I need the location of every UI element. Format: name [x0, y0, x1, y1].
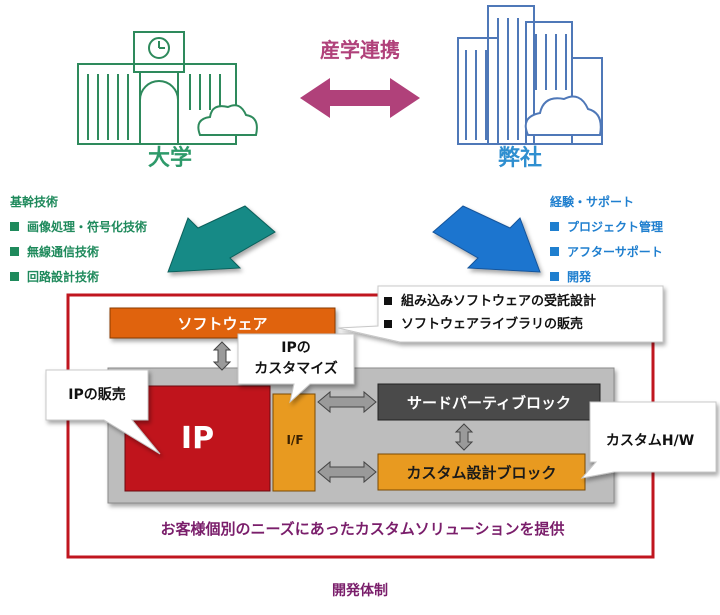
bullet-square-icon	[10, 222, 19, 231]
ip-sales-callout-bubble	[45, 369, 161, 455]
university-building-icon	[77, 31, 258, 145]
development-system-label: 開発体制	[332, 583, 388, 599]
proposal-text: お客様個別のニーズにあったカスタムソリューションを提供	[160, 520, 565, 538]
ip-block	[124, 385, 271, 492]
software-block-label: ソフトウェア	[177, 314, 268, 333]
list-item: ソフトウェアライブラリの販売	[384, 313, 596, 336]
company-services-heading: 経験・サポート	[550, 195, 635, 209]
custom-design-block-label: カスタム設計ブロック	[406, 463, 557, 482]
bullet-square-icon	[384, 297, 392, 305]
list-item: 無線通信技術	[10, 240, 147, 265]
sw-ip-connector-icon	[212, 341, 232, 371]
bullet-square-icon	[10, 272, 19, 281]
bullet-square-icon	[10, 247, 19, 256]
list-item: 組み込みソフトウェアの受託設計	[384, 290, 596, 313]
list-item: 開発	[550, 265, 663, 290]
list-item: 画像処理・符号化技術	[10, 215, 147, 240]
bullet-square-icon	[550, 222, 559, 231]
custom-hw-callout-text: カスタムH/W	[605, 433, 695, 449]
ip-block-label: IP	[180, 421, 215, 456]
company-buildings-icon	[457, 5, 603, 145]
double-arrow-icon	[300, 78, 420, 118]
bullet-square-icon	[384, 320, 392, 328]
collaboration-label: 産学連携	[320, 38, 400, 62]
thirdparty-custom-connector-icon	[454, 423, 474, 451]
university-skills-heading: 基幹技術	[10, 195, 59, 209]
ip-customize-callout-text: IPの カスタマイズ	[254, 340, 338, 377]
if-custom-connector-icon	[317, 460, 377, 484]
university-skills-list: 基幹技術 画像処理・符号化技術 無線通信技術 回路設計技術	[10, 190, 147, 290]
list-item: アフターサポート	[550, 240, 663, 265]
list-item: プロジェクト管理	[550, 215, 663, 240]
software-callout-text: 組み込みソフトウェアの受託設計 ソフトウェアライブラリの販売	[384, 290, 596, 336]
down-left-arrow-icon	[432, 205, 541, 273]
list-item: 回路設計技術	[10, 265, 147, 290]
down-right-arrow-icon	[167, 205, 276, 273]
interface-block	[272, 393, 316, 492]
ip-customize-callout-bubble	[237, 333, 355, 404]
company-services-list: 経験・サポート プロジェクト管理 アフターサポート 開発	[550, 190, 663, 290]
software-callout-bubble	[337, 285, 664, 343]
custom-hw-callout-bubble	[580, 401, 717, 479]
if-thirdparty-connector-icon	[317, 390, 377, 414]
bullet-square-icon	[550, 272, 559, 281]
ip-sales-callout-text: IPの販売	[68, 387, 126, 403]
bullet-square-icon	[550, 247, 559, 256]
company-label: 弊社	[497, 146, 542, 171]
third-party-block-label: サードパーティブロック	[406, 393, 572, 412]
third-party-block	[377, 383, 601, 421]
software-block	[109, 307, 336, 339]
university-label: 大学	[147, 146, 192, 171]
custom-design-block	[377, 453, 586, 491]
interface-block-label: I/F	[286, 433, 304, 447]
